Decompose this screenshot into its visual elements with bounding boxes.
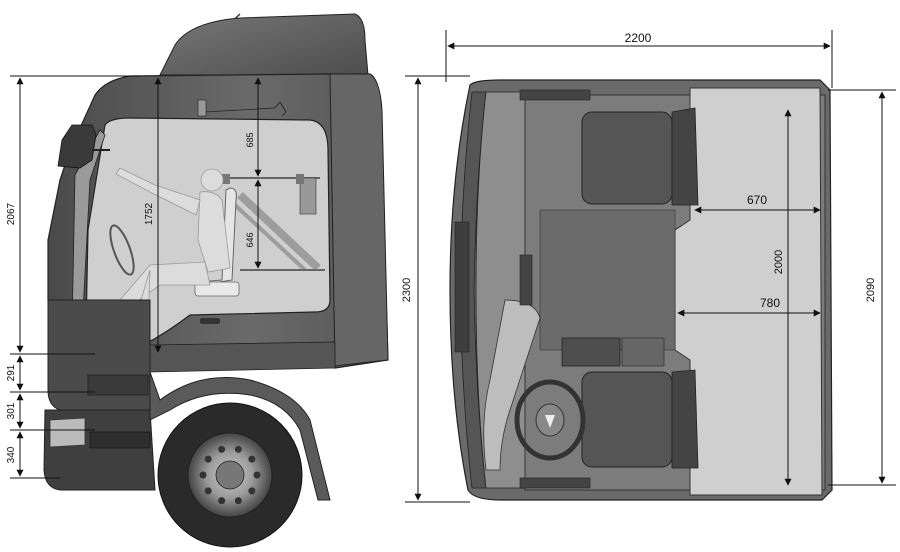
dim-bunk-width-lower: 780 bbox=[760, 296, 780, 310]
top-view-dimensions: 2200 2300 670 780 2000 2090 bbox=[401, 30, 896, 503]
cab-rear-panel bbox=[329, 73, 389, 367]
lug-nut bbox=[218, 497, 226, 505]
driver-seat-top bbox=[581, 369, 699, 469]
dim-step-3: 340 bbox=[6, 446, 17, 463]
wheel-arch bbox=[149, 371, 331, 501]
step-upper bbox=[87, 374, 149, 396]
lug-nut bbox=[234, 445, 242, 453]
lug-nut bbox=[234, 497, 242, 505]
dim-side-total-height: 2067 bbox=[6, 202, 17, 225]
dim-cab-depth-right: 2090 bbox=[865, 278, 877, 302]
passenger-seat-top bbox=[581, 107, 699, 206]
instrument-panel bbox=[483, 299, 541, 471]
dim-bunk-height: 646 bbox=[245, 232, 255, 247]
steering-wheel-top-icon bbox=[514, 379, 586, 461]
dash-vent bbox=[454, 221, 470, 353]
dim-bunk-length: 2000 bbox=[773, 250, 785, 274]
dim-overall-width: 2200 bbox=[625, 31, 652, 45]
dim-bunk-width-upper: 670 bbox=[747, 193, 767, 207]
dim-step-2: 301 bbox=[6, 402, 17, 419]
bunk-frame bbox=[220, 174, 325, 272]
side-view bbox=[43, 13, 389, 548]
lug-nut bbox=[204, 455, 212, 463]
mirror-icon bbox=[57, 124, 97, 169]
steering-wheel-icon bbox=[109, 224, 135, 276]
lug-nut bbox=[248, 487, 256, 495]
dim-step-1: 291 bbox=[6, 364, 17, 381]
headlight bbox=[49, 417, 86, 448]
dim-roof-offset: 685 bbox=[245, 132, 255, 147]
center-console bbox=[561, 337, 621, 367]
lug-nut bbox=[199, 471, 207, 479]
step-lower bbox=[89, 431, 151, 449]
lug-nut bbox=[248, 455, 256, 463]
side-view-dimensions: 2067 291 301 340 1752 685 646 bbox=[6, 75, 262, 479]
lug-nut bbox=[218, 445, 226, 453]
lug-nut bbox=[204, 487, 212, 495]
lug-nut bbox=[253, 471, 261, 479]
dim-interior-height: 1752 bbox=[144, 202, 155, 225]
front-wheel bbox=[157, 402, 303, 548]
engine-tunnel bbox=[539, 209, 676, 351]
top-view bbox=[449, 79, 833, 501]
roof-spoiler bbox=[159, 13, 369, 76]
dim-top-depth: 2300 bbox=[401, 278, 413, 302]
